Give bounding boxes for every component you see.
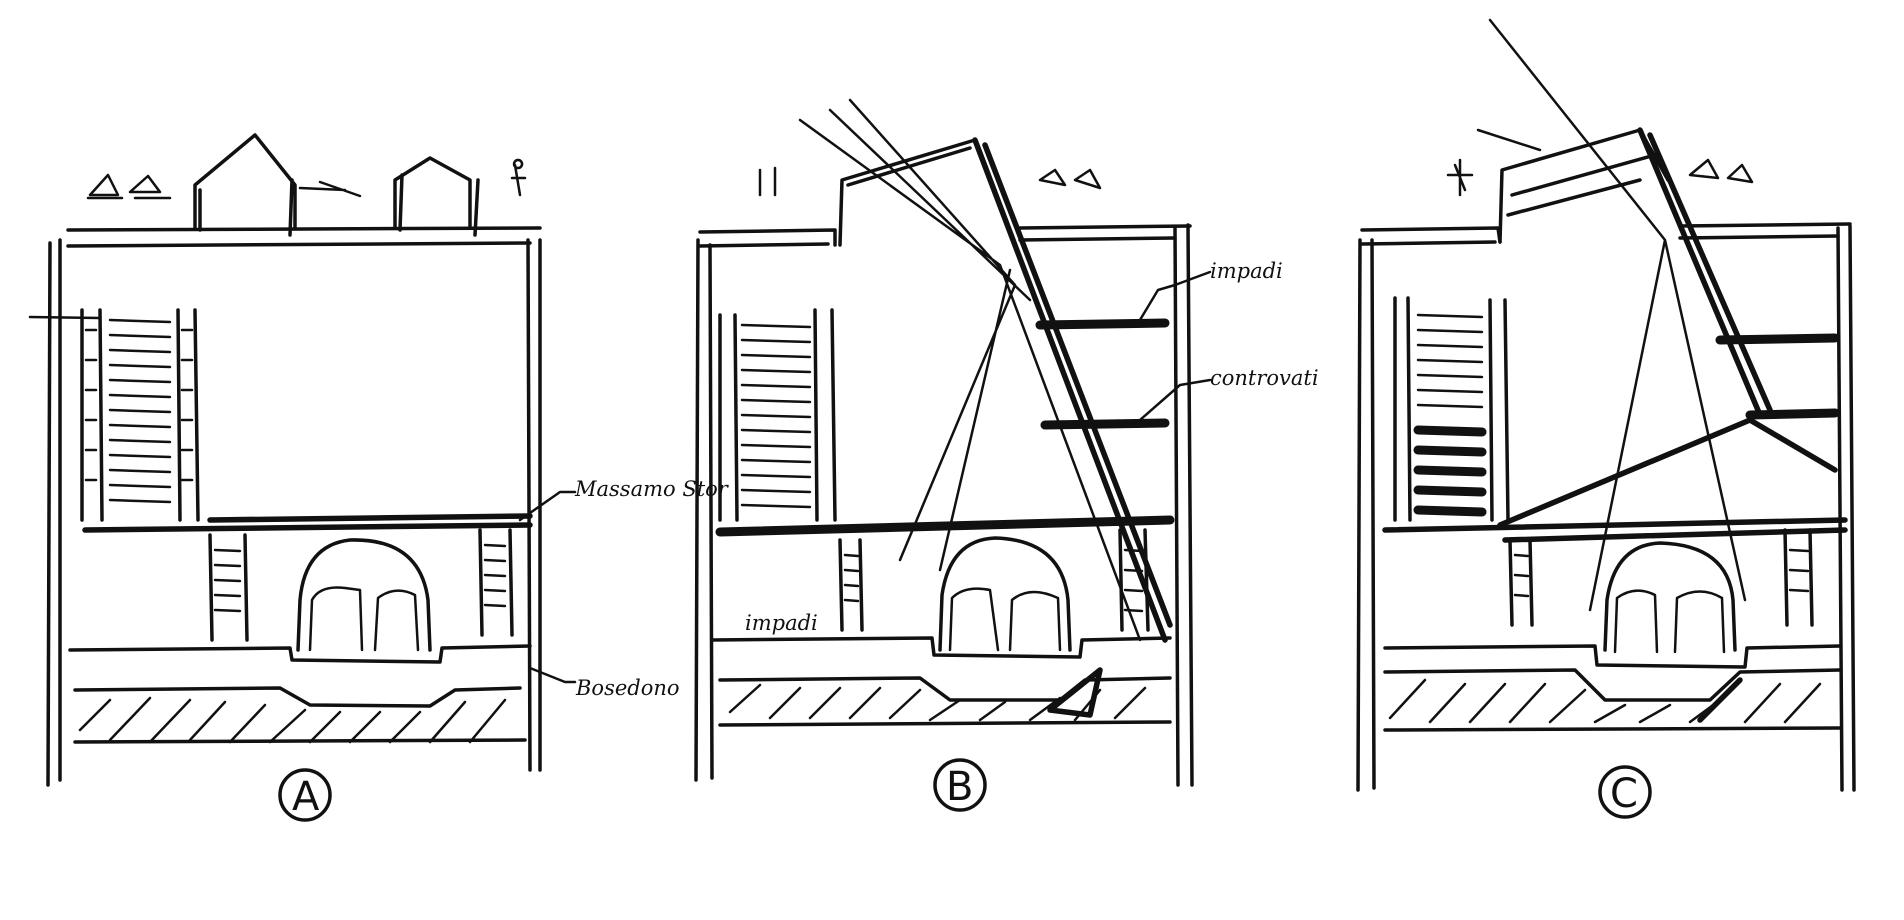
section-c-ground-band (1383, 668, 1842, 732)
section-a-right-wall (526, 238, 542, 772)
section-c-mezzanine-slab (1382, 517, 1848, 543)
section-b-stair-frame (718, 308, 837, 522)
section-a-tunnel-arch (296, 538, 432, 652)
section-a-annotation-ground: Bosedono (575, 676, 680, 700)
section-a-cars (86, 173, 172, 200)
section-a-left-wall (46, 238, 62, 787)
section-c-letter-circle (1598, 765, 1652, 819)
section-b-figures (758, 166, 1102, 197)
section-a: Massamo Stor Bosedono A (28, 133, 730, 822)
section-c-platform (1383, 644, 1842, 669)
section-b-upper-floors (1035, 318, 1170, 430)
section-a-house-right (393, 156, 480, 237)
section-b-trains (948, 587, 1062, 652)
section-b-platform (710, 636, 1172, 659)
section-a-letter: A (292, 774, 320, 820)
section-c-letter: C (1610, 771, 1638, 817)
section-a-hatch (78, 696, 507, 744)
section-c-wedge (1697, 677, 1743, 723)
section-b-street (698, 224, 1192, 248)
section-a-street (66, 226, 542, 248)
section-c-stair-frame (1393, 296, 1510, 522)
section-c-trains (1613, 589, 1726, 654)
section-b-leader-controvati (1138, 378, 1212, 422)
section-a-person (510, 158, 527, 197)
section-c-stair-dense (1413, 425, 1487, 517)
section-c-left-wall (1356, 238, 1376, 792)
section-a-stair-frame (80, 308, 200, 522)
section-a-letter-circle (278, 768, 332, 822)
section-a-lower-stairs (208, 528, 514, 642)
section-b-annotation-controvati: controvati (1210, 366, 1319, 390)
section-b-lower-stairs (838, 528, 1150, 632)
section-a-mezzanine-slab (82, 513, 533, 533)
section-a-leader-ground (528, 666, 577, 684)
section-c-skylight-beam (1637, 127, 1773, 418)
section-b-letter: B (946, 764, 973, 810)
section-b-letter-circle (933, 758, 987, 812)
section-c: C (1356, 18, 1856, 819)
section-b-leader-impadi-upper (1138, 270, 1212, 322)
section-b-mezzanine-slab (715, 515, 1175, 537)
section-c-upper-floors (1715, 333, 1840, 420)
section-b: impadi impadi controvati B (694, 98, 1319, 812)
section-b-skylight-beam (972, 137, 1173, 643)
section-b-left-wall (694, 238, 714, 782)
section-a-platform (68, 644, 532, 664)
section-b-annotation-impadi-lower: impadi (745, 611, 818, 635)
section-a-fence (298, 180, 362, 198)
section-c-figures (1446, 158, 1754, 197)
section-c-inclined-slab (1497, 417, 1838, 528)
section-b-wedge (1047, 667, 1103, 718)
section-a-leader-mezzanine (518, 490, 577, 522)
section-a-pointer-stair (28, 315, 102, 320)
section-a-house-left (193, 133, 297, 237)
section-b-right-wall (1173, 223, 1194, 787)
section-c-right-wall (1836, 224, 1856, 792)
section-b-annotation-impadi-upper: impadi (1210, 259, 1283, 283)
section-b-tunnel-arch (938, 536, 1072, 652)
section-c-tunnel-arch (1603, 541, 1737, 652)
section-c-lower-stairs (1508, 528, 1814, 627)
section-a-stair-treads (84, 318, 194, 504)
section-c-street (1360, 222, 1852, 246)
section-c-light-rays (1476, 18, 1747, 612)
section-a-trains (308, 586, 420, 652)
section-b-light-rays (798, 98, 1142, 642)
section-a-annotation-mezzanine: Massamo Stor (574, 477, 730, 501)
section-c-skylight-frame (1498, 128, 1670, 244)
